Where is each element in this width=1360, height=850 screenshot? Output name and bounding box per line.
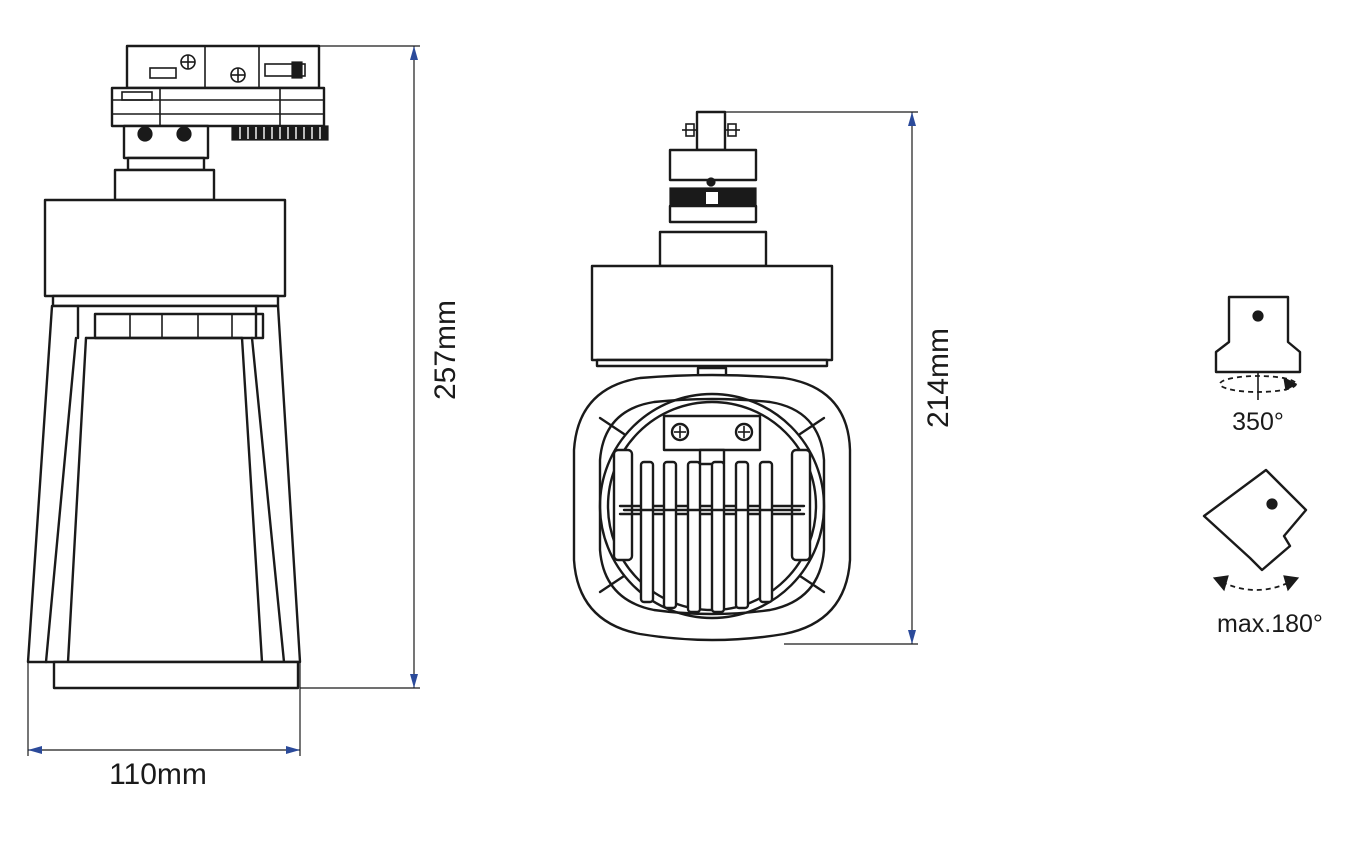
adapter-lower (122, 124, 210, 160)
height-dimension-side: 257mm (300, 45, 462, 689)
tilt-arrow-icon (1221, 581, 1291, 591)
arrow-icon (410, 46, 418, 60)
grille (618, 460, 806, 614)
driver-housing (43, 198, 287, 298)
width-side-label: 110mm (109, 758, 207, 791)
stem (113, 168, 216, 202)
track-adapter-box (125, 44, 321, 90)
height-front-label: 214mm (922, 328, 955, 428)
horizontal-rotation-diagram: 350° (1214, 295, 1302, 436)
rotation-horizontal-label: 350° (1232, 408, 1284, 436)
screw-icon (137, 126, 153, 142)
width-dimension-side: 110mm (27, 662, 301, 791)
screw-icon (176, 126, 192, 142)
adapter-silhouette-icon (1214, 295, 1302, 374)
arrow-icon (908, 112, 916, 126)
rotation-tilt-label: max.180° (1217, 610, 1323, 638)
height-dimension-front: 214mm (697, 111, 955, 645)
lens-ring (598, 392, 826, 620)
driver-housing-front (590, 264, 834, 362)
arrow-icon (410, 674, 418, 688)
arrow-icon (28, 746, 42, 754)
front-view (572, 110, 852, 642)
lamp-bezel (52, 660, 300, 690)
arrow-icon (908, 630, 916, 644)
height-side-label: 257mm (429, 300, 462, 400)
arrow-icon (286, 746, 300, 754)
tilted-adapter-icon (1202, 468, 1308, 572)
tilt-rotation-diagram: max.180° (1202, 468, 1323, 638)
side-view (26, 44, 329, 690)
adapter-body (110, 86, 326, 128)
